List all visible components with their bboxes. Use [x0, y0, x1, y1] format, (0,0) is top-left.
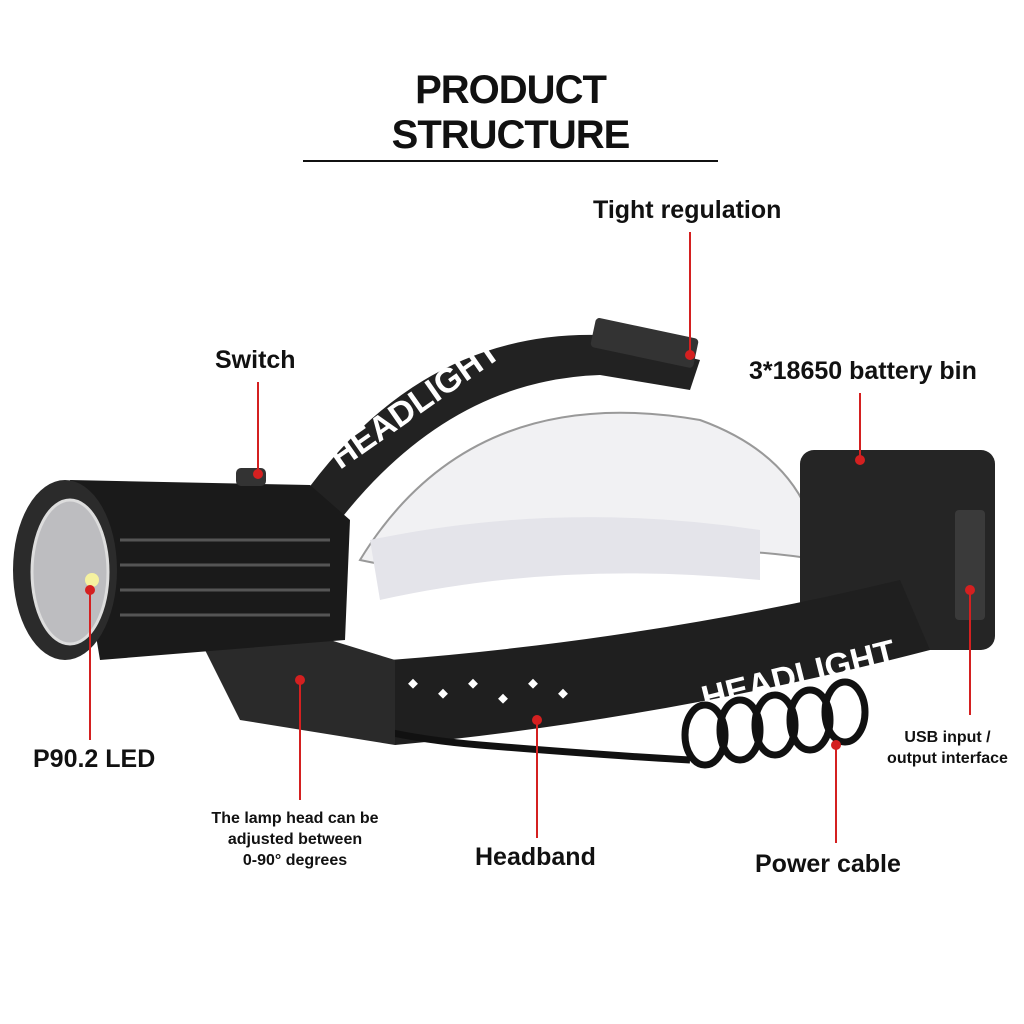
lamp-mount [200, 640, 395, 745]
leader-lines [85, 232, 975, 843]
tight-regulation-buckle [590, 318, 699, 368]
usb-line-2: output interface [887, 750, 1008, 767]
label-switch: Switch [215, 346, 296, 374]
usb-port-cover [955, 510, 985, 620]
lamp-head-line-3: 0-90° degrees [242, 852, 348, 869]
inner-band [370, 517, 760, 600]
label-power-cable: Power cable [755, 850, 901, 878]
label-tight-regulation: Tight regulation [593, 196, 782, 224]
lamp-fins [120, 538, 330, 617]
usb-line-1: USB input / [904, 729, 991, 746]
led-chip [85, 573, 99, 587]
label-usb: USB input / output interface [875, 727, 1020, 769]
label-led: P90.2 LED [33, 745, 156, 773]
label-headband: Headband [475, 843, 596, 871]
lens [30, 498, 110, 646]
lamp-head-line-1: The lamp head can be [211, 810, 379, 827]
label-lamp-head: The lamp head can be adjusted between 0-… [195, 808, 395, 871]
lamp-head-line-2: adjusted between [227, 831, 363, 848]
label-battery-bin: 3*18650 battery bin [749, 357, 977, 385]
page-title: PRODUCT STRUCTURE [303, 68, 718, 162]
headband [390, 580, 930, 745]
